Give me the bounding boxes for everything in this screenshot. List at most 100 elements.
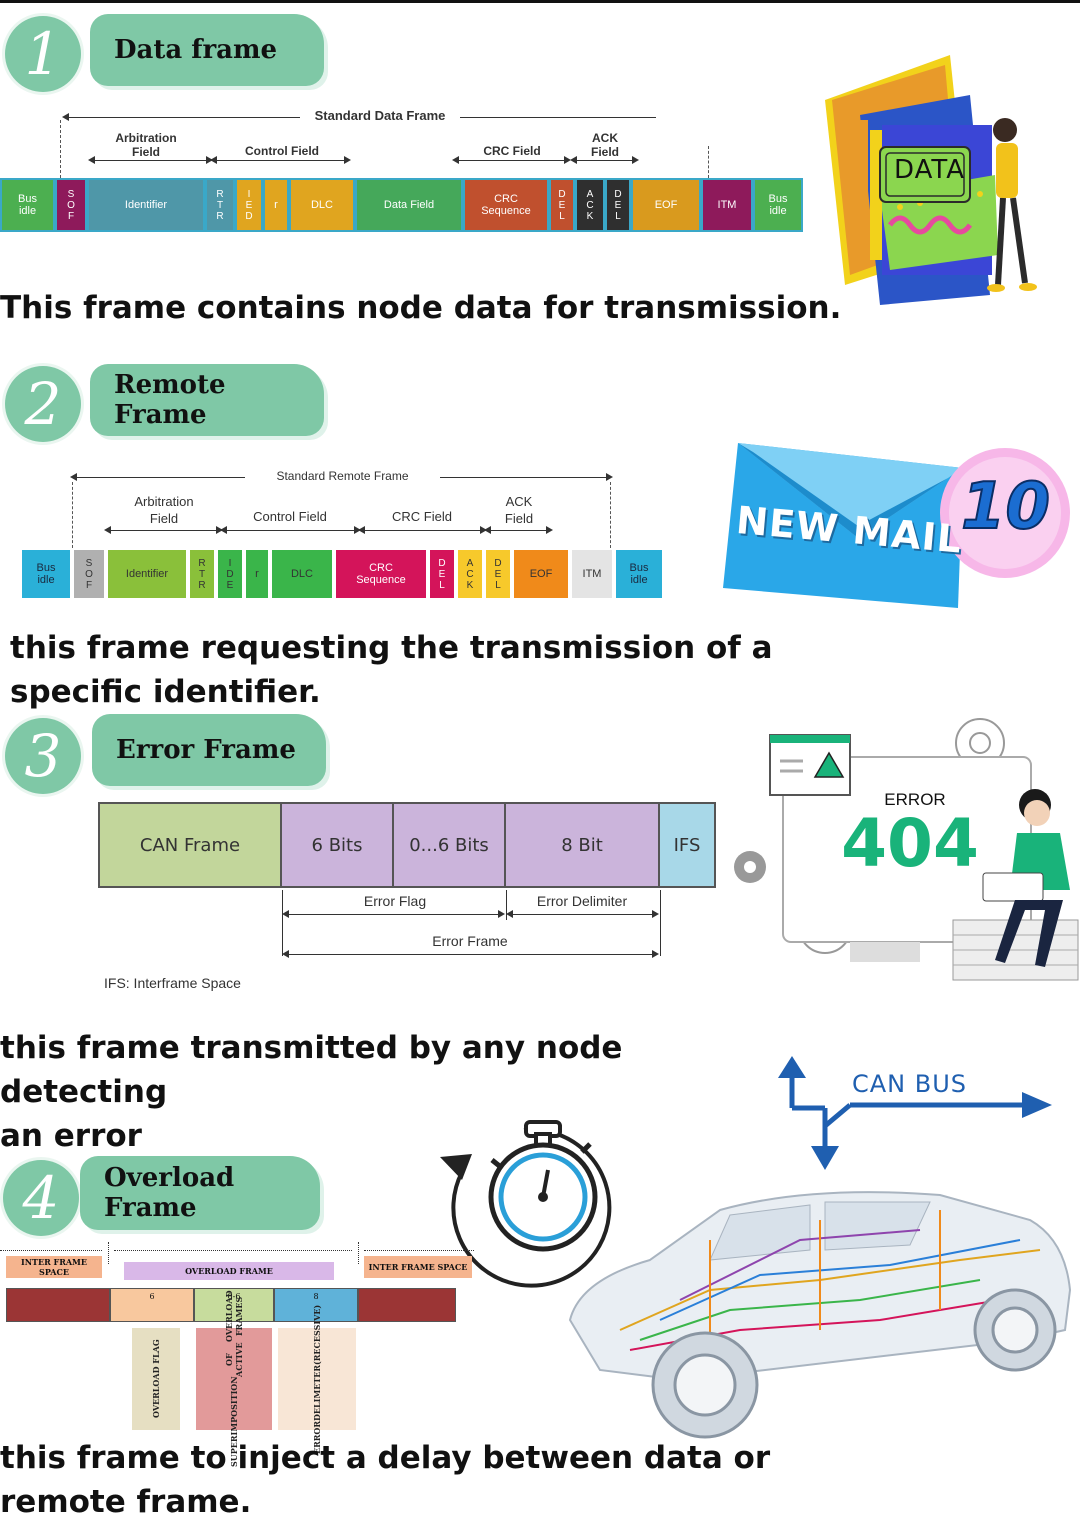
remote-crc-field-label: CRC Field [392,509,452,524]
data-segment-text: E [614,199,622,211]
remote-segment-text: R [198,557,206,569]
error-label: ERROR [884,790,946,809]
bar-overload-flag: 6 [110,1288,194,1322]
section-number-1: 1 [5,16,81,92]
remote-segment-text: L [439,579,445,591]
data-book-illustration: DATA [820,55,1050,305]
remote-segment-text: idle [630,574,648,586]
error-flag-6-bits-box: 6 Bits [280,802,394,888]
remote-control-field-label: Control Field [253,509,327,524]
can-bus-diagram: CAN BUS [770,1050,1060,1175]
new-mail-illustration: NEW MAIL 10 [718,438,1073,613]
remote-frame-segment: Identifier [106,548,188,600]
remote-segment-text: ITM [582,568,602,580]
data-segment-text: A [586,188,594,200]
remote-segment-text: EOF [529,568,553,580]
data-segment-text: Bus [18,193,37,205]
remote-segment-text: D [494,557,502,569]
remote-segment-text: C [466,568,474,580]
section-title-remote-frame: Remote Frame [90,364,324,436]
remote-segment-text: Sequence [356,574,406,586]
remote-segment-text: Bus [36,562,56,574]
data-segment-text: C [586,199,594,211]
data-segment-text: R [216,188,224,200]
error-delimiter-8-bit-box: 8 Bit [504,802,660,888]
data-segment-text: L [559,210,565,222]
data-segment-text: I [247,188,251,200]
remote-segment-text: K [466,579,474,591]
data-segment-text: F [67,210,75,222]
ifs-footnote: IFS: Interframe Space [104,975,241,991]
data-segment-text: S [67,188,75,200]
data-segment-text: idle [769,205,787,217]
remote-segment-text: F [85,579,93,591]
error-delimiter-label: Error Delimiter [536,893,628,909]
section-title-overload-frame: Overload Frame [80,1156,320,1230]
data-segment-text: L [615,210,621,222]
remote-segment-text: O [85,568,93,580]
data-frame-segment: Data Field [355,178,463,232]
remote-segment-text: Bus [629,562,649,574]
data-frame-description: This frame contains node data for transm… [0,290,842,326]
can-bus-label: CAN BUS [852,1070,968,1098]
remote-segment-text: CRC [369,562,393,574]
stopwatch-illustration [432,1112,617,1297]
data-frame-segment: Identifier [87,178,205,232]
overload-frame-label: OVERLOAD FRAME [124,1262,334,1280]
section-title-error-frame: Error Frame [92,714,326,786]
remote-segment-text: r [255,568,259,580]
remote-segment-text: I [228,557,232,569]
data-segment-text: R [216,210,224,222]
data-segment-text: Bus [768,193,788,205]
data-segment-text: CRC [494,193,518,205]
remote-segment-text: E [226,579,234,591]
data-segment-text: T [216,199,224,211]
data-segment-text: D [245,210,253,222]
error-frame-span-label: Error Frame [432,933,508,949]
overload-frame-diagram: INTER FRAME SPACE OVERLOAD FRAME INTER F… [0,1240,480,1467]
remote-segment-text: E [494,568,502,580]
data-segment-text: O [67,199,75,211]
inter-frame-space-left: INTER FRAME SPACE [6,1256,102,1278]
car-wiring-illustration [560,1180,1075,1450]
data-segment-text: Sequence [481,205,531,217]
remote-segment-text: T [198,568,206,580]
data-frame-segment: ITM [701,178,753,232]
remote-segment-text: idle [37,574,55,586]
section-title-data-frame: Data frame [90,14,324,86]
inter-frame-space-right: INTER FRAME SPACE [364,1256,472,1278]
standard-data-frame-label: Standard Data Frame [300,109,460,123]
error-code: 404 [841,805,979,882]
remote-frame-segment: r [244,548,270,600]
remote-frame-segment: ITM [570,548,614,600]
top-border [0,0,1080,3]
bar-superimposition: 0-6 [194,1288,274,1322]
data-frame-segment: r [263,178,289,232]
data-segment-text: E [558,199,566,211]
data-segment-text: Data Field [383,199,435,211]
data-frame-segment: DLC [289,178,355,232]
new-mail-badge: 10 [960,469,1051,545]
remote-frame-segment: DLC [270,548,334,600]
remote-frame-segment: EOF [512,548,570,600]
ifs-box: IFS [658,802,716,888]
crc-field-label: CRC Field [483,144,541,158]
